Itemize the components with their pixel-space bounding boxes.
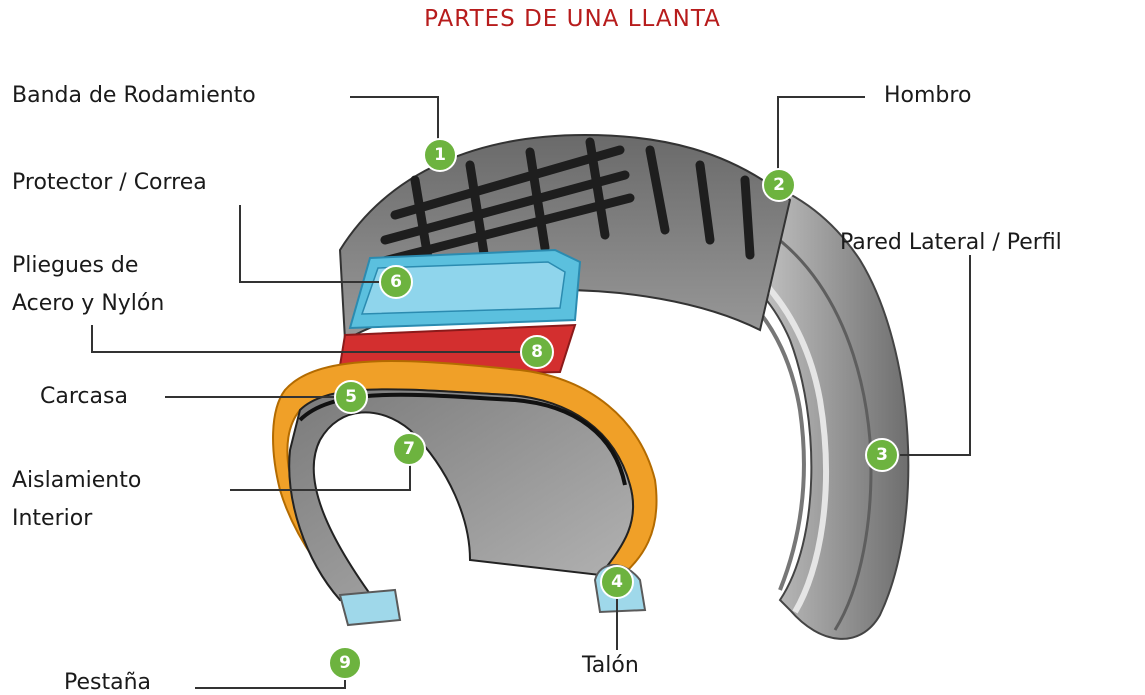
badge-9: 9 — [328, 646, 362, 680]
leader-line-2 — [777, 96, 865, 170]
badge-6: 6 — [379, 265, 413, 299]
leader-line-9 — [195, 680, 346, 689]
diagram-title: PARTES DE UNA LLANTA — [424, 6, 721, 32]
badge-2-number: 2 — [773, 175, 785, 195]
badge-3: 3 — [865, 438, 899, 472]
badge-9-number: 9 — [339, 653, 351, 673]
label-aislamiento-line1: Aislamiento — [12, 468, 142, 493]
badge-8-number: 8 — [531, 342, 543, 362]
leader-line-6 — [239, 205, 380, 283]
label-hombro: Hombro — [884, 83, 972, 108]
leader-lines — [91, 96, 971, 689]
badge-8: 8 — [520, 335, 554, 369]
badge-7: 7 — [392, 432, 426, 466]
label-pared-lateral: Pared Lateral / Perfil — [840, 230, 1062, 255]
badge-5-number: 5 — [345, 387, 357, 407]
badge-5: 5 — [334, 380, 368, 414]
leader-line-7 — [230, 465, 411, 491]
badge-4-number: 4 — [611, 572, 623, 592]
label-carcasa: Carcasa — [40, 384, 128, 409]
label-protector-correa: Protector / Correa — [12, 170, 207, 195]
label-talon: Talón — [582, 653, 639, 678]
leader-line-1 — [350, 96, 439, 140]
label-banda-de-rodamiento: Banda de Rodamiento — [12, 83, 256, 108]
badge-6-number: 6 — [390, 272, 402, 292]
label-pestana: Pestaña — [64, 670, 152, 695]
badge-1: 1 — [423, 138, 457, 172]
label-aislamiento-line2: Interior — [12, 506, 93, 531]
badge-7-number: 7 — [403, 439, 415, 459]
leader-line-3 — [900, 255, 971, 456]
badge-2: 2 — [762, 168, 796, 202]
label-pliegues-line1: Pliegues de — [12, 253, 139, 278]
bead-left-shape — [338, 588, 402, 627]
label-pliegues-line2: Acero y Nylón — [12, 291, 165, 316]
badge-3-number: 3 — [876, 445, 888, 465]
belt-inner-shape — [360, 261, 566, 315]
leader-line-8 — [91, 325, 520, 353]
badge-4: 4 — [600, 565, 634, 599]
tire-sidewall-shape — [583, 169, 910, 640]
badge-1-number: 1 — [434, 145, 446, 165]
